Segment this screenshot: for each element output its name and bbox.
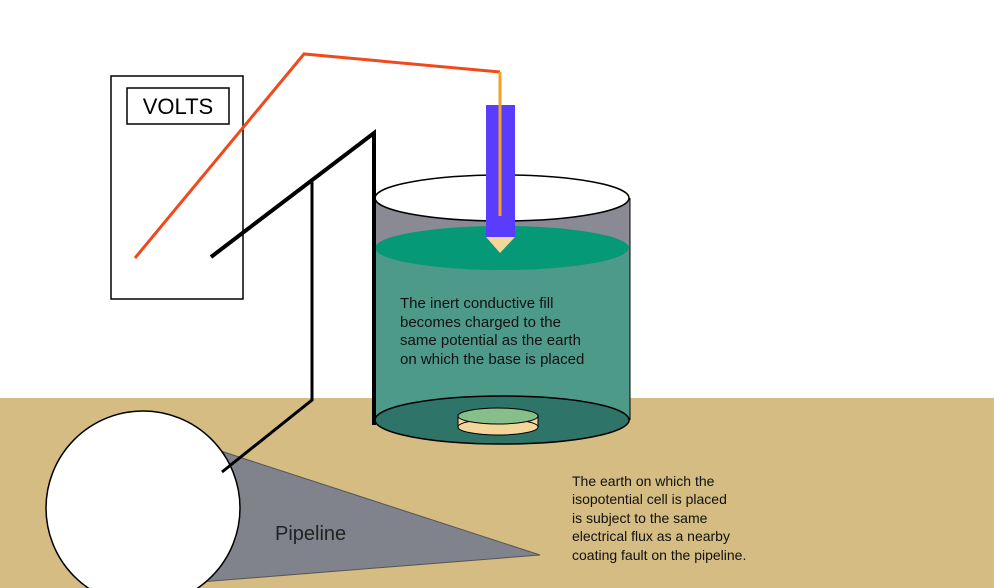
earth-text-line: isopotential cell is placed xyxy=(572,491,727,507)
base-disk xyxy=(457,407,539,425)
earth-text-line: is subject to the same xyxy=(572,510,708,526)
cell-text-line: The inert conductive fill xyxy=(400,295,553,312)
voltmeter-display xyxy=(126,87,230,125)
earth-text-line: electrical flux as a nearby xyxy=(572,528,730,544)
conductive-fill xyxy=(375,248,630,445)
voltmeter-label: VOLTS xyxy=(143,94,214,119)
probe-tip xyxy=(486,237,515,253)
earth-text-line: The earth on which the xyxy=(572,473,715,489)
earth-text-line: coating fault on the pipeline. xyxy=(572,547,746,563)
pipeline-label: Pipeline xyxy=(275,523,346,545)
black-lead xyxy=(209,128,376,425)
pipeline-cross-section xyxy=(45,410,241,588)
pipeline-lead xyxy=(221,182,314,474)
cell-text-line: becomes charged to the xyxy=(400,314,561,331)
red-wire xyxy=(133,52,501,259)
cell-text-line: on which the base is placed xyxy=(400,351,584,368)
cell-description: The inert conductive fill becomes charge… xyxy=(400,295,584,368)
earth-description: The earth on which the isopotential cell… xyxy=(572,473,746,563)
cell-text-line: same potential as the earth xyxy=(400,332,581,349)
